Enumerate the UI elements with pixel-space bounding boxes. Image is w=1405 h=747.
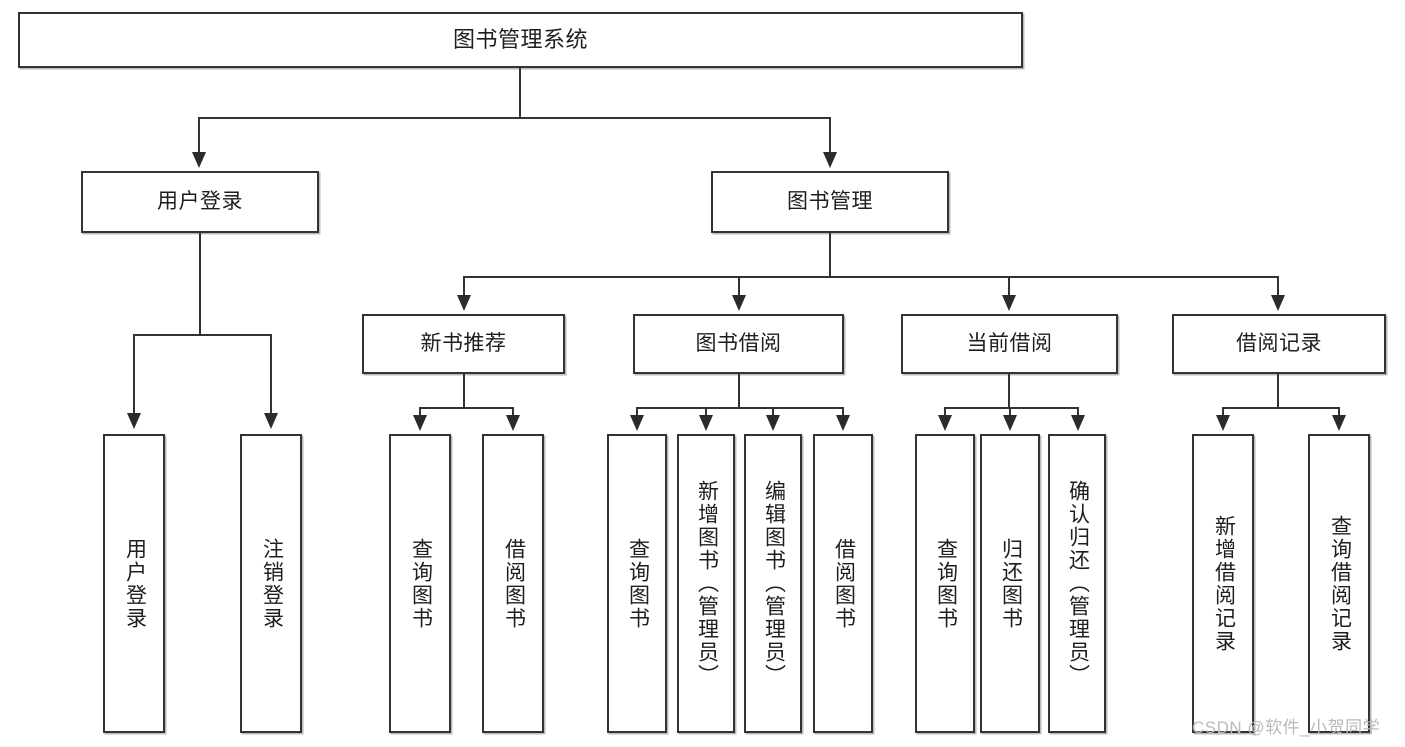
leaf-br-query-record[interactable]: 查询借阅记录 [1308,434,1370,733]
connector-drop-bb-edit [772,407,774,417]
arrow-to-book-borrow [732,295,746,311]
connector-borrow-record-bus [1222,407,1340,409]
leaf-nb-query-book[interactable]: 查询图书 [389,434,451,733]
connector-borrow-record-stem [1277,374,1279,408]
connector-level1-bus [198,117,831,119]
node-label: 图书借阅 [695,331,782,355]
node-label: 确认归还（管理员） [1066,480,1090,687]
node-new-book-recommend[interactable]: 新书推荐 [362,314,565,374]
node-label: 图书管理 [787,189,873,213]
connector-drop-login [133,334,135,416]
connector-drop-bb-borrow [842,407,844,417]
connector-book-borrow-stem [738,374,740,408]
connector-user-login-stem [199,233,201,335]
connector-current-borrow-bus [944,407,1078,409]
connector-book-manage-stem [829,233,831,277]
arrow-to-cb-confirm [1071,415,1085,431]
connector-drop-current-borrow [1008,276,1010,298]
connector-drop-br-add [1222,407,1224,417]
arrow-to-user-login [192,152,206,168]
node-label: 借阅记录 [1236,331,1322,355]
leaf-bb-add-book-admin[interactable]: 新增图书（管理员） [677,434,735,733]
leaf-br-add-record[interactable]: 新增借阅记录 [1192,434,1254,733]
connector-drop-bb-query [636,407,638,417]
arrow-to-new-book [457,295,471,311]
node-book-management[interactable]: 图书管理 [711,171,949,233]
connector-drop-logout [270,334,272,416]
arrow-to-cb-query [938,415,952,431]
arrow-to-nb-query [413,415,427,431]
arrow-to-borrow-record [1271,295,1285,311]
connector-drop-new-book [463,276,465,298]
connector-book-borrow-bus [636,407,844,409]
node-label: 编辑图书（管理员） [762,480,786,687]
node-label: 查询图书 [934,537,958,630]
node-label: 新增图书（管理员） [695,480,719,687]
node-label: 查询图书 [409,537,433,630]
connector-drop-book-borrow [738,276,740,298]
connector-drop-nb-query [419,407,421,417]
csdn-watermark: CSDN @软件_小贺同学 [1192,718,1381,737]
node-label: 图书管理系统 [452,27,588,53]
node-label: 当前借阅 [966,331,1053,355]
connector-drop-cb-query [944,407,946,417]
arrow-to-bb-query [630,415,644,431]
connector-user-login-bus [133,334,272,336]
connector-drop-cb-confirm [1077,407,1079,417]
connector-root-stem [519,68,521,118]
arrow-to-logout-leaf [264,413,278,429]
node-root-system[interactable]: 图书管理系统 [18,12,1023,68]
node-label: 借阅图书 [502,537,526,630]
arrow-to-login-leaf [127,413,141,429]
node-borrow-record[interactable]: 借阅记录 [1172,314,1386,374]
connector-level2-bus [463,276,1279,278]
arrow-to-bb-edit [766,415,780,431]
node-label: 借阅图书 [832,537,856,630]
connector-drop-book-manage [829,117,831,155]
node-current-borrow[interactable]: 当前借阅 [901,314,1118,374]
arrow-to-current-borrow [1002,295,1016,311]
leaf-bb-edit-book-admin[interactable]: 编辑图书（管理员） [744,434,802,733]
node-label: 新书推荐 [420,331,507,355]
node-label: 归还图书 [999,537,1023,630]
leaf-cb-query-book[interactable]: 查询图书 [915,434,975,733]
connector-drop-bb-add [705,407,707,417]
arrow-to-br-query [1332,415,1346,431]
arrow-to-br-add [1216,415,1230,431]
node-label: 注销登录 [260,537,284,630]
leaf-user-logout[interactable]: 注销登录 [240,434,302,733]
node-label: 查询图书 [626,537,650,630]
connector-new-book-bus [419,407,514,409]
node-label: 查询借阅记录 [1328,514,1352,653]
node-label: 新增借阅记录 [1212,514,1236,653]
connector-drop-user-login [198,117,200,155]
connector-new-book-stem [463,374,465,408]
connector-drop-borrow-record [1277,276,1279,298]
leaf-cb-return-book[interactable]: 归还图书 [980,434,1040,733]
arrow-to-bb-borrow [836,415,850,431]
leaf-user-login[interactable]: 用户登录 [103,434,165,733]
leaf-bb-query-book[interactable]: 查询图书 [607,434,667,733]
leaf-cb-confirm-return-admin[interactable]: 确认归还（管理员） [1048,434,1106,733]
node-label: 用户登录 [123,537,147,630]
arrow-to-bb-add [699,415,713,431]
connector-drop-nb-borrow [512,407,514,417]
arrow-to-nb-borrow [506,415,520,431]
connector-drop-br-query [1338,407,1340,417]
node-label: 用户登录 [157,189,243,213]
connector-drop-cb-return [1009,407,1011,417]
node-book-borrow[interactable]: 图书借阅 [633,314,844,374]
leaf-nb-borrow-book[interactable]: 借阅图书 [482,434,544,733]
node-user-login[interactable]: 用户登录 [81,171,319,233]
leaf-bb-borrow-book[interactable]: 借阅图书 [813,434,873,733]
arrow-to-book-manage [823,152,837,168]
arrow-to-cb-return [1003,415,1017,431]
connector-current-borrow-stem [1008,374,1010,408]
